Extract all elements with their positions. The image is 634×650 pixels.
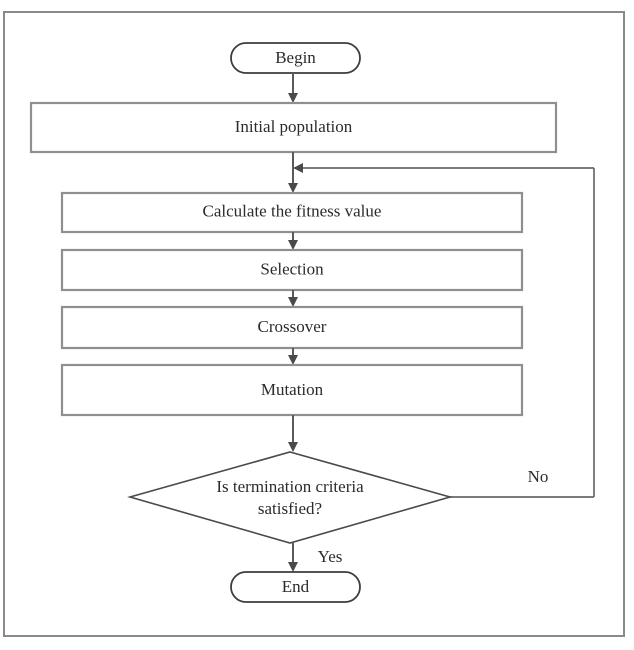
connector-feedback-no-loop xyxy=(293,163,595,498)
connector-mutation-to-decision xyxy=(288,415,298,452)
initial-population-label: Initial population xyxy=(235,117,353,136)
end-label: End xyxy=(282,577,310,596)
connector-begin-to-initial xyxy=(288,73,298,103)
node-selection: Selection xyxy=(60,248,524,292)
connector-initial-to-fitness xyxy=(288,152,298,193)
node-calculate-fitness: Calculate the fitness value xyxy=(60,191,524,234)
end-shape xyxy=(230,571,361,603)
mutation-label: Mutation xyxy=(261,380,324,399)
termination-decision-shape xyxy=(127,451,453,544)
crossover-shape xyxy=(60,305,524,350)
node-crossover: Crossover xyxy=(60,305,524,350)
connector-fitness-to-selection xyxy=(288,232,298,250)
termination-decision-label-line2: satisfied? xyxy=(258,499,322,518)
node-end: End xyxy=(230,571,361,603)
calculate-fitness-label: Calculate the fitness value xyxy=(203,201,382,220)
begin-shape xyxy=(230,42,361,74)
selection-label: Selection xyxy=(260,259,324,278)
node-begin: Begin xyxy=(230,42,361,74)
node-mutation: Mutation xyxy=(60,363,524,417)
connector-selection-to-crossover xyxy=(288,290,298,307)
node-termination-decision: Is termination criteria satisfied? xyxy=(127,451,453,544)
termination-decision-label-line1: Is termination criteria xyxy=(216,477,364,496)
connector-decision-to-end xyxy=(288,543,298,572)
begin-label: Begin xyxy=(275,48,316,67)
crossover-label: Crossover xyxy=(258,317,327,336)
node-initial-population: Initial population xyxy=(29,101,558,154)
selection-shape xyxy=(60,248,524,292)
connector-crossover-to-mutation xyxy=(288,348,298,365)
edge-label-yes: Yes xyxy=(318,547,343,566)
edge-label-no: No xyxy=(528,467,549,486)
